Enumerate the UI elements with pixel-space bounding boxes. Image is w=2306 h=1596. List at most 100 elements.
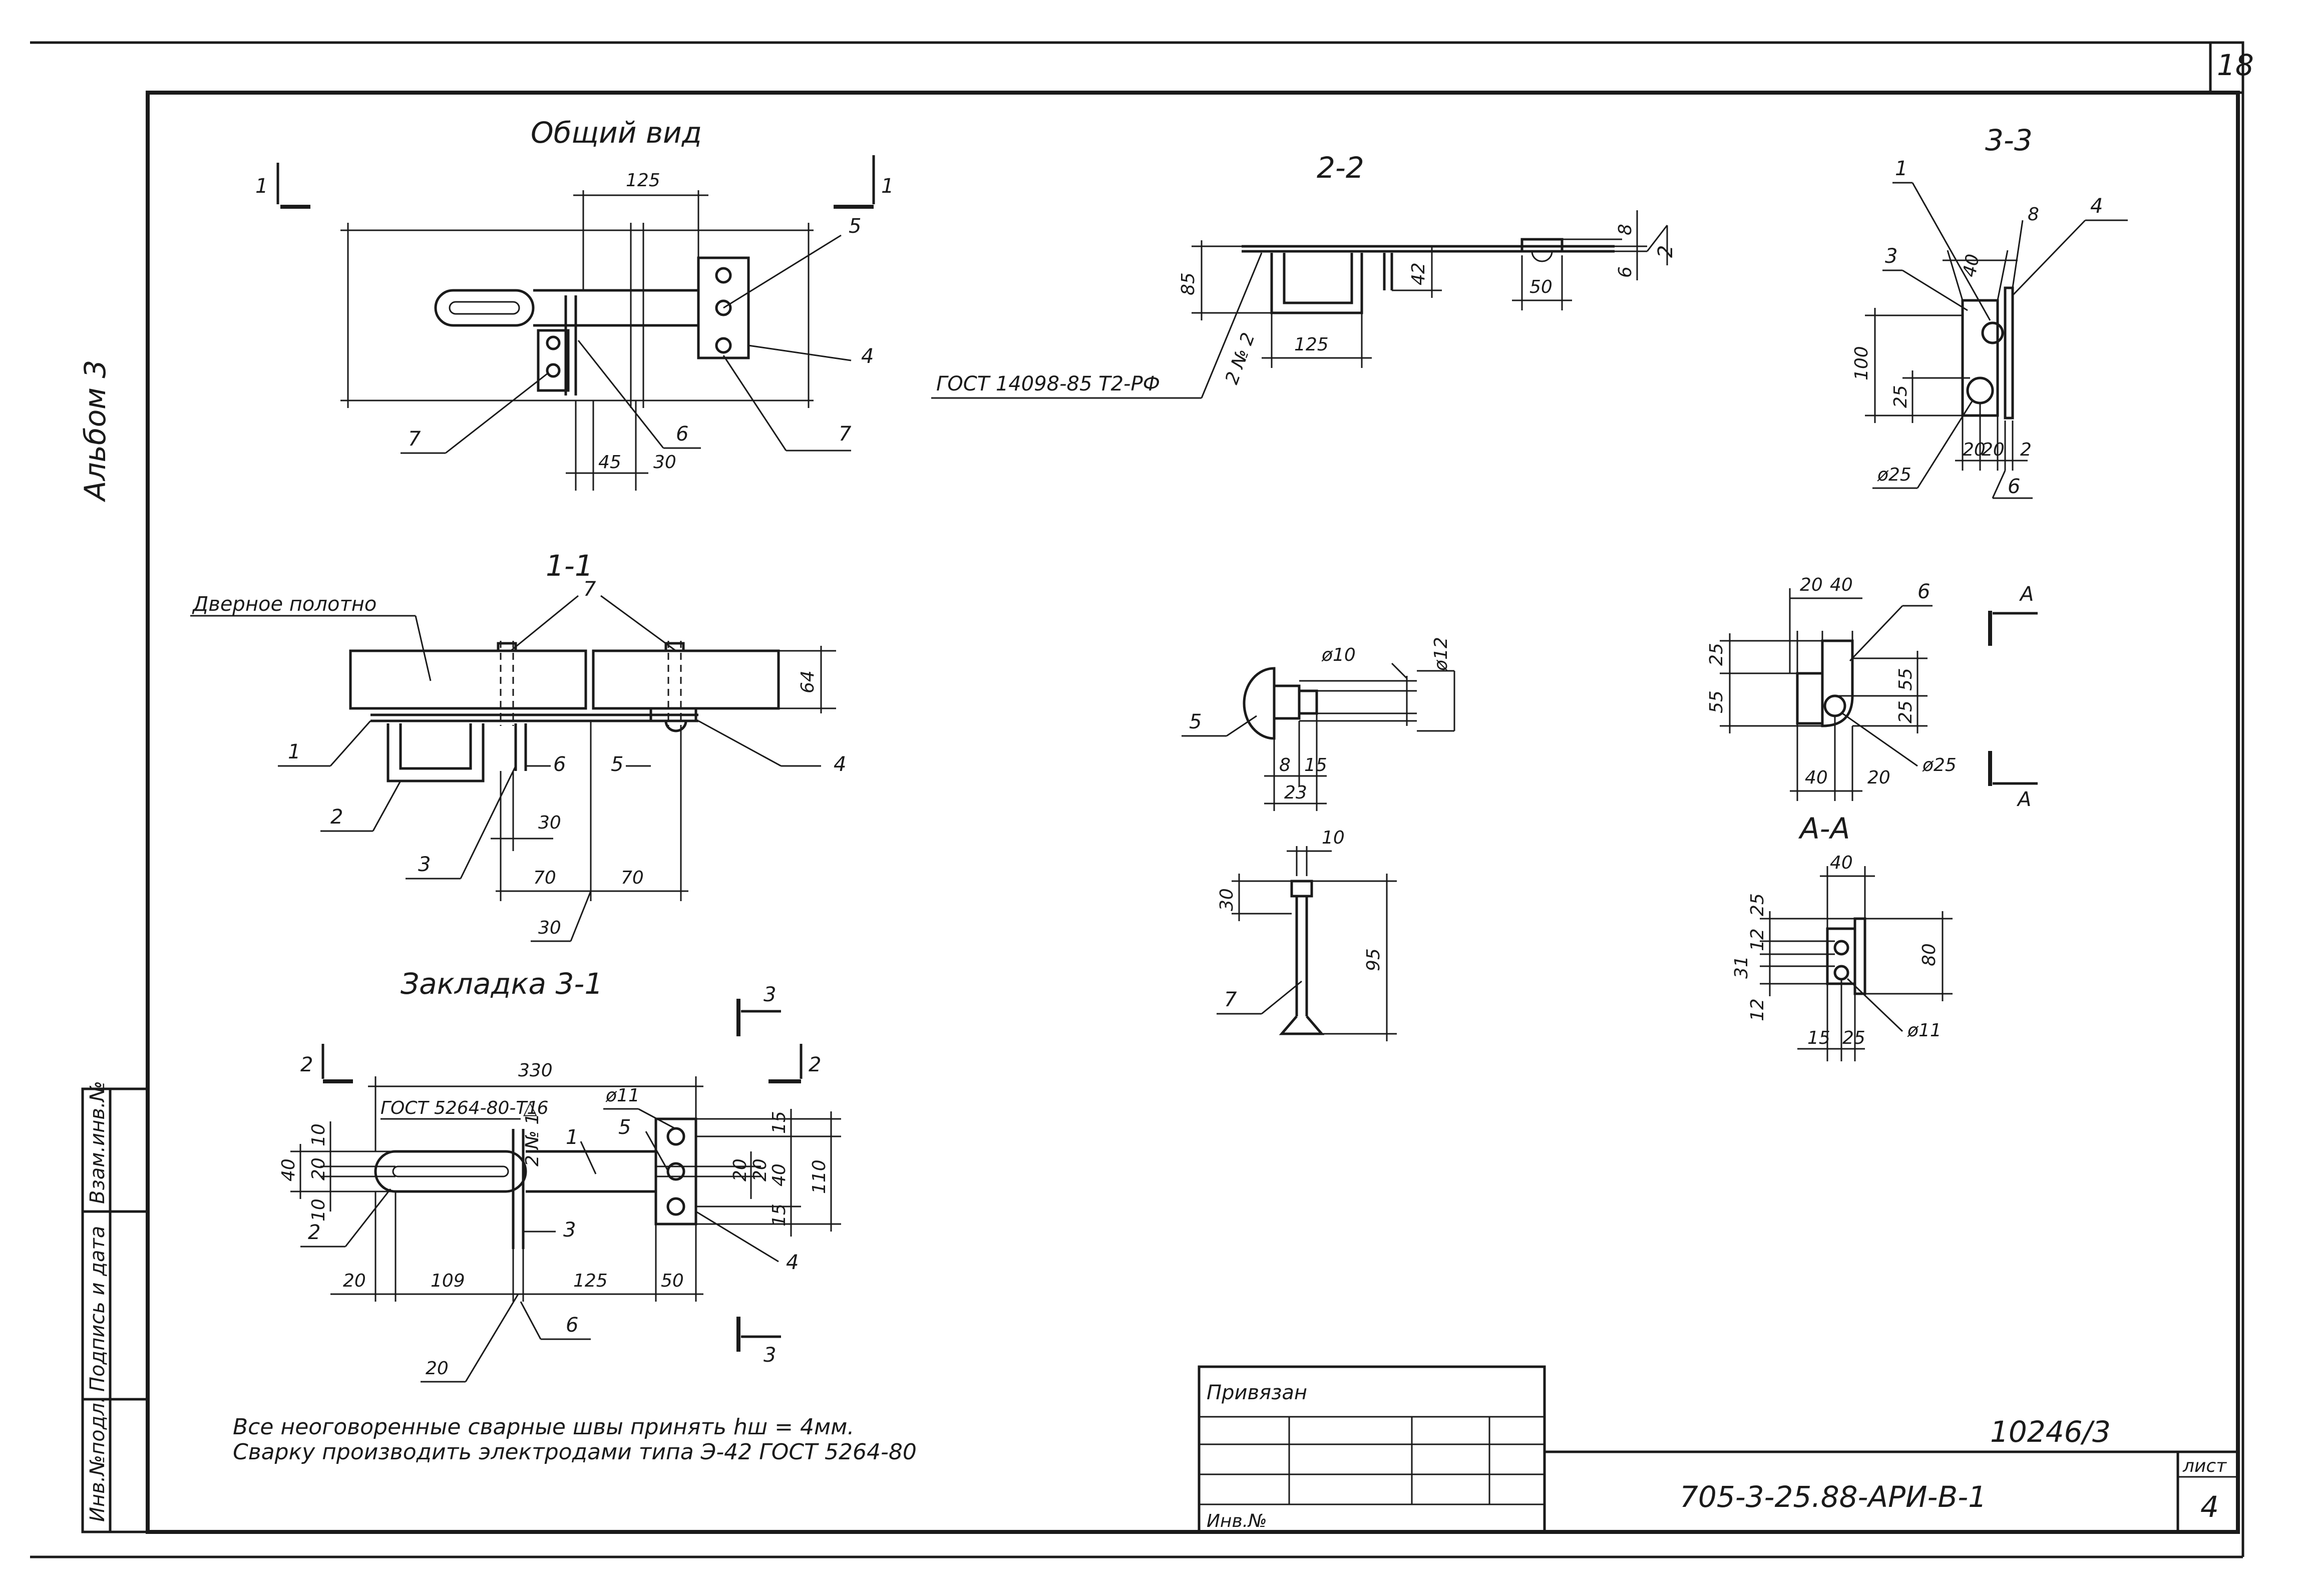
- insert-dim-40-left: 40: [278, 1158, 299, 1181]
- inv-label: Инв.№: [1207, 1511, 1267, 1531]
- d6-label-6: 6: [1917, 580, 1930, 603]
- general-label-6: 6: [676, 423, 688, 446]
- insert-3-1-title: Закладка 3-1: [401, 967, 603, 1001]
- aa-dim-d11: ø11: [1907, 1020, 1942, 1041]
- s33-dim-20-right: 20: [1982, 440, 2005, 460]
- d5-label: 5: [1189, 710, 1202, 733]
- s22-label-2: 2: [1654, 245, 1677, 258]
- s22-dim-125: 125: [1294, 334, 1329, 355]
- s11-label-2: 2: [330, 806, 343, 829]
- s11-label-1: 1: [288, 740, 300, 763]
- insert-dim-20-left: 20: [308, 1157, 329, 1180]
- insert-label-2: 2: [308, 1221, 320, 1244]
- insert-dim-10-bottom: 10: [308, 1199, 329, 1222]
- sheet-frame: 18 Альбом 3: [30, 41, 2254, 1558]
- title-block: Привязан Инв.№ лист 4 705-3-25.88-АРИ-В-…: [1198, 1365, 2238, 1533]
- stamp-replacement-inv: Взам.инв.№: [86, 1081, 109, 1204]
- d7-dim-10: 10: [1322, 828, 1345, 848]
- general-view-title: Общий вид: [531, 116, 702, 150]
- s33-dim-100: 100: [1851, 346, 1872, 380]
- sheet-label: лист: [2182, 1456, 2227, 1476]
- s11-label-5: 5: [611, 753, 623, 776]
- detail-5: ø10 ø12 8 15 23 5: [1182, 637, 1455, 811]
- section-2-2: 2-2 85 42 125 50 8 6 2 ГОСТ 14098: [931, 151, 1677, 399]
- s22-weld: 2 № 2: [1222, 330, 1259, 387]
- insert-dim-50: 50: [661, 1271, 684, 1291]
- insert-dim-d11: ø11: [605, 1085, 640, 1106]
- insert-dim-10-top: 10: [308, 1123, 329, 1146]
- general-dim-45: 45: [598, 452, 621, 473]
- detail-6: 20 40 25 55 55 25 40 20 ø25 6 А А: [1706, 575, 2038, 811]
- d5-dim-d12: ø12: [1431, 637, 1451, 671]
- d6-dim-40-top: 40: [1830, 575, 1853, 595]
- d7-dim-30: 30: [1217, 888, 1237, 911]
- stamp-orig-inv: Инв.№подл.: [86, 1396, 109, 1522]
- s33-dim-2: 2: [2020, 440, 2032, 460]
- s22-dim-8: 8: [1615, 224, 1636, 235]
- s33-dim-20-left: 20: [1963, 440, 1986, 460]
- insert-3-1: Закладка 3-1 3 3 2 2 330 ГОСТ 5264-80-Т1…: [278, 967, 841, 1383]
- aa-dim-80: 80: [1919, 943, 1940, 966]
- general-view: Общий вид 1 1 125 45 30: [255, 116, 894, 491]
- d5-dim-8: 8: [1279, 755, 1291, 775]
- d5-dim-d10: ø10: [1321, 645, 1356, 665]
- insert-section-mark-3-bottom: 3: [763, 1344, 776, 1367]
- insert-label-6: 6: [566, 1314, 578, 1337]
- s33-dim-8: 8: [2028, 204, 2039, 225]
- d5-dim-23: 23: [1284, 782, 1307, 803]
- insert-dim-109: 109: [431, 1271, 465, 1291]
- section-2-2-title: 2-2: [1317, 151, 1364, 185]
- s11-dim-64: 64: [798, 670, 818, 693]
- album-label: Альбом 3: [78, 360, 112, 503]
- insert-dim-20-first: 20: [343, 1271, 366, 1291]
- s11-label-3: 3: [418, 853, 431, 876]
- page-number: 18: [2217, 48, 2254, 82]
- d6-section-mark-bottom: А: [2016, 788, 2031, 811]
- s22-dim-42: 42: [1408, 262, 1429, 285]
- s11-dim-70-left: 70: [533, 868, 556, 888]
- insert-section-mark-3-top: 3: [763, 983, 776, 1006]
- s11-dim-30-upper: 30: [538, 813, 561, 833]
- general-label-7-left: 7: [408, 428, 421, 451]
- stamp-signature-date: Подпись и дата: [86, 1226, 109, 1392]
- general-section-mark-left: 1: [255, 175, 268, 198]
- s33-label-1: 1: [1895, 157, 1907, 180]
- insert-section-mark-2-right: 2: [809, 1053, 821, 1076]
- aa-dim-25-bottom: 25: [1842, 1028, 1865, 1048]
- general-label-7-right: 7: [839, 423, 852, 446]
- s11-label-6: 6: [553, 753, 566, 776]
- s33-dim-25: 25: [1890, 385, 1911, 408]
- aa-dim-12-upper: 12: [1747, 928, 1768, 951]
- bound-label: Привязан: [1207, 1381, 1307, 1404]
- s33-label-4: 4: [2090, 195, 2103, 218]
- aa-dim-40: 40: [1830, 853, 1853, 873]
- insert-dim-125: 125: [573, 1271, 608, 1291]
- d6-dim-25-left: 25: [1706, 643, 1727, 666]
- s11-label-4: 4: [834, 753, 846, 776]
- drawing-cipher: 705-3-25.88-АРИ-В-1: [1680, 1480, 1987, 1514]
- d6-dim-55-right: 55: [1895, 668, 1916, 691]
- s22-gost: ГОСТ 14098-85 Т2-РФ: [936, 372, 1160, 395]
- section-A-A-title: А-А: [1798, 812, 1850, 846]
- d6-section-mark-top: А: [2019, 583, 2034, 606]
- insert-label-3: 3: [563, 1219, 576, 1242]
- s33-label-3: 3: [1885, 245, 1897, 268]
- note-line-2: Сварку производить электродами типа Э-42…: [233, 1439, 917, 1465]
- notes: Все неоговоренные сварные швы принять hш…: [233, 1414, 917, 1465]
- insert-dim-20-a: 20: [730, 1158, 750, 1181]
- d7-dim-95: 95: [1363, 948, 1384, 971]
- general-section-mark-right: 1: [881, 175, 894, 198]
- insert-dim-15-bottom: 15: [769, 1204, 790, 1227]
- detail-7: 10 30 95 7: [1217, 828, 1397, 1041]
- general-label-5: 5: [849, 215, 861, 238]
- general-label-4: 4: [861, 345, 874, 368]
- insert-label-5: 5: [618, 1116, 631, 1139]
- note-line-1: Все неоговоренные сварные швы принять hш…: [233, 1414, 854, 1440]
- aa-dim-31: 31: [1731, 956, 1752, 979]
- insert-dim-20-b: 20: [750, 1158, 771, 1181]
- general-dim-125: 125: [626, 170, 660, 191]
- d6-dim-55-left: 55: [1706, 690, 1727, 713]
- insert-weld: 2 № 1: [522, 1113, 543, 1166]
- s33-label-6: 6: [2008, 475, 2020, 498]
